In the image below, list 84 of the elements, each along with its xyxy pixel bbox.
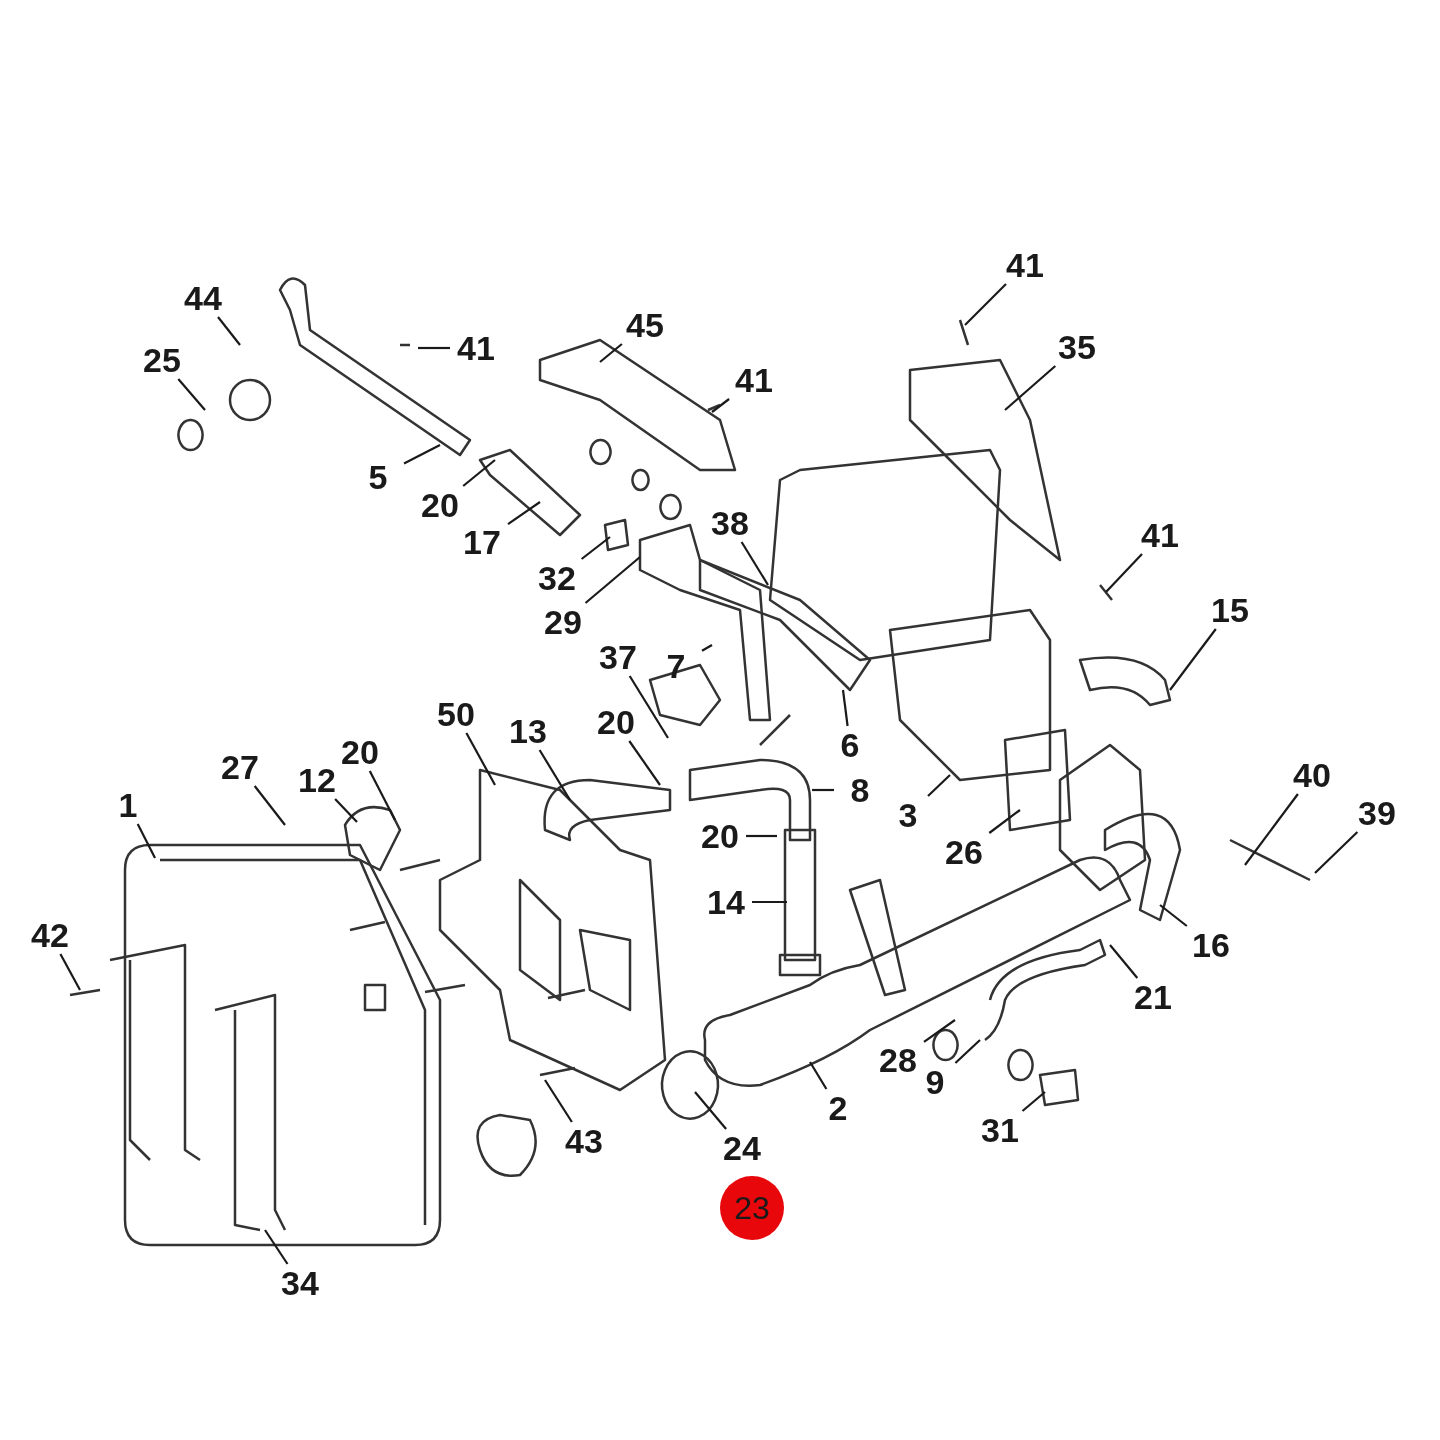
- callout-number: 20: [421, 487, 459, 523]
- leader-line: [1314, 831, 1359, 874]
- callout-number: 37: [599, 639, 637, 675]
- callout-number: 42: [31, 917, 69, 953]
- leader-line: [694, 1091, 727, 1130]
- leader-line: [253, 785, 286, 826]
- leader-line: [507, 501, 541, 525]
- callout-number: 27: [221, 749, 259, 785]
- callout-number: 6: [840, 727, 860, 763]
- leader-line: [403, 444, 441, 465]
- leader-line: [812, 788, 834, 792]
- leader-line: [334, 798, 358, 823]
- callout-number: 34: [281, 1265, 319, 1301]
- leader-line: [418, 346, 450, 350]
- leader-line: [711, 398, 730, 413]
- callout-number: 1: [118, 787, 138, 823]
- leader-line: [599, 343, 623, 363]
- callout-number: 26: [945, 834, 983, 870]
- callout-number: 8: [850, 772, 870, 808]
- callout-number: 5: [368, 459, 388, 495]
- callout-number: 29: [544, 604, 582, 640]
- leader-line: [580, 536, 611, 560]
- callout-number: 2: [828, 1090, 848, 1126]
- leader-line: [752, 900, 787, 904]
- callout-number: 35: [1058, 329, 1096, 365]
- callout-number: 14: [707, 884, 745, 920]
- leader-line: [1105, 553, 1143, 593]
- leader-line: [988, 809, 1021, 834]
- leader-line: [538, 749, 571, 801]
- leader-line: [628, 740, 661, 786]
- leader-line: [217, 316, 241, 346]
- callout-number: 41: [457, 330, 495, 366]
- leader-line: [1169, 628, 1217, 691]
- callout-number: 41: [735, 362, 773, 398]
- leader-line: [1244, 793, 1299, 866]
- leader-line: [964, 283, 1007, 326]
- leader-line: [264, 1229, 289, 1265]
- callout-number: 9: [925, 1064, 945, 1100]
- leader-line: [465, 732, 496, 786]
- leader-line: [954, 1039, 981, 1064]
- leader-line: [544, 1079, 573, 1123]
- callout-number: 16: [1192, 927, 1230, 963]
- leader-line: [923, 1019, 956, 1043]
- leader-line: [701, 644, 713, 652]
- leader-line: [368, 770, 396, 821]
- callout-number: 28: [879, 1042, 917, 1078]
- callout-number: 12: [298, 762, 336, 798]
- leader-line: [628, 675, 669, 739]
- callout-number: 50: [437, 696, 475, 732]
- leader-line: [927, 774, 951, 797]
- leader-line: [740, 541, 769, 586]
- highlighted-callout-number: 23: [720, 1176, 784, 1240]
- leader-line: [1004, 365, 1057, 411]
- callout-number: 39: [1358, 795, 1396, 831]
- callout-number: 43: [565, 1123, 603, 1159]
- leader-line: [1159, 904, 1188, 927]
- leader-line: [746, 834, 777, 838]
- callout-number: 3: [898, 797, 918, 833]
- leader-line: [59, 953, 81, 991]
- leader-line: [809, 1061, 828, 1090]
- leader-line: [136, 823, 156, 859]
- callout-number: 17: [463, 524, 501, 560]
- callout-number: 31: [981, 1112, 1019, 1148]
- callout-number: 45: [626, 307, 664, 343]
- leader-line: [177, 378, 206, 411]
- callout-number: 21: [1134, 979, 1172, 1015]
- leader-line: [1021, 1091, 1046, 1112]
- callout-number: 20: [597, 704, 635, 740]
- leader-line: [462, 459, 496, 487]
- callout-number: 41: [1141, 517, 1179, 553]
- leader-line: [1109, 944, 1139, 979]
- leader-line: [841, 689, 849, 727]
- callout-number: 15: [1211, 592, 1249, 628]
- callout-number: 32: [538, 560, 576, 596]
- callout-number: 25: [143, 342, 181, 378]
- callout-number: 41: [1006, 247, 1044, 283]
- callout-number: 13: [509, 713, 547, 749]
- callout-number: 38: [711, 505, 749, 541]
- callout-number: 20: [341, 734, 379, 770]
- leader-line: [584, 556, 641, 604]
- callout-number: 44: [184, 280, 222, 316]
- callout-number: 24: [723, 1130, 761, 1166]
- callout-number: 40: [1293, 757, 1331, 793]
- callout-number: 20: [701, 818, 739, 854]
